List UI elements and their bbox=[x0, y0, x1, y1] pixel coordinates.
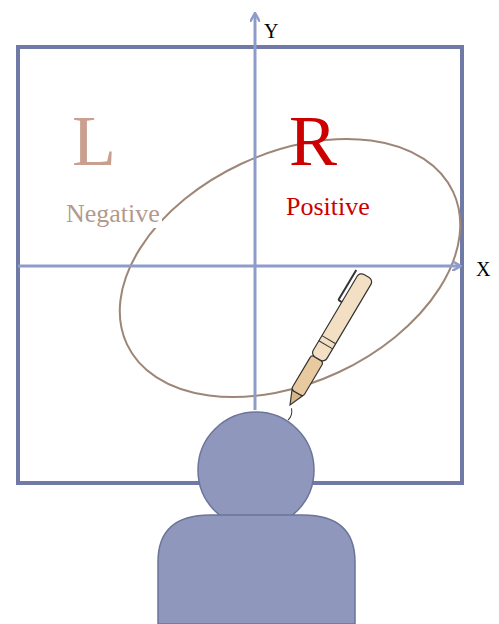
person-body bbox=[158, 515, 355, 624]
region-caption: Negative bbox=[64, 200, 162, 228]
y-axis bbox=[254, 14, 257, 410]
axis-label: X bbox=[474, 258, 492, 280]
pen bbox=[273, 270, 374, 421]
person-head bbox=[198, 412, 314, 528]
region-letter: L bbox=[70, 104, 118, 178]
x-axis bbox=[18, 265, 460, 268]
ellipse-trace bbox=[78, 88, 499, 449]
axis-label: Y bbox=[262, 20, 280, 42]
region-letter: R bbox=[287, 104, 339, 178]
region-caption: Positive bbox=[284, 193, 372, 221]
